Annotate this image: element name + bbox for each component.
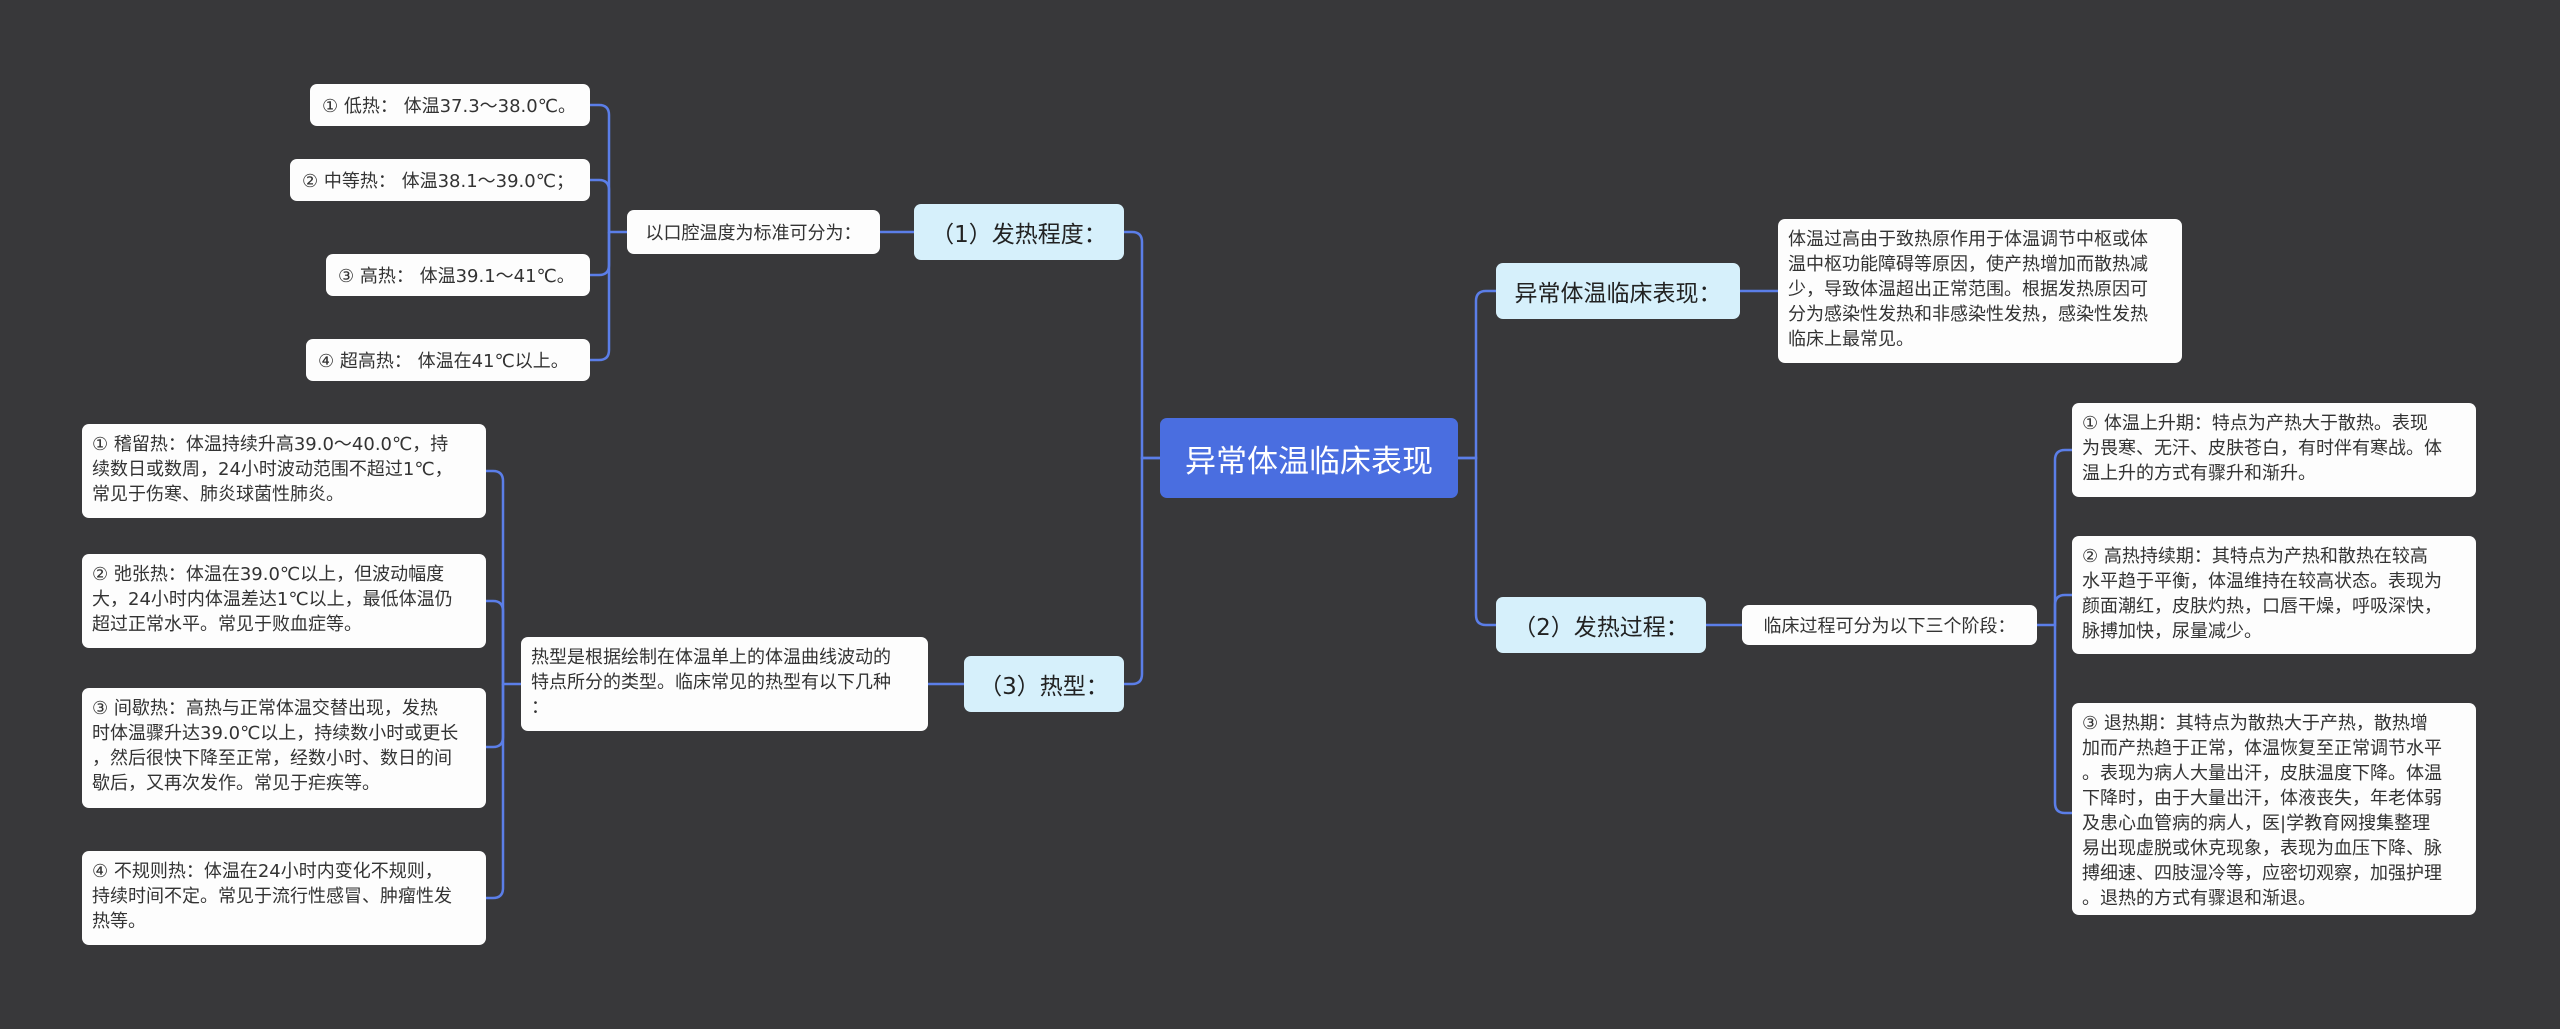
leaf-high-fever[interactable]: ③ 高热： 体温39.1～41℃。 xyxy=(326,254,590,296)
root-topic[interactable]: 异常体温临床表现 xyxy=(1160,418,1458,498)
leaf-moderate-fever[interactable]: ② 中等热： 体温38.1～39.0℃； xyxy=(290,159,590,201)
leaf-defervescence-phase[interactable]: ③ 退热期：其特点为散热大于产热，散热增 加而产热趋于正常，体温恢复至正常调节水… xyxy=(2072,703,2476,915)
leaf-hyperpyrexia[interactable]: ④ 超高热： 体温在41℃以上。 xyxy=(306,339,590,381)
branch-fever-degree[interactable]: （1）发热程度： xyxy=(914,204,1124,260)
branch-fever-process[interactable]: （2）发热过程： xyxy=(1496,597,1706,653)
leaf-continued-fever[interactable]: ① 稽留热：体温持续升高39.0～40.0℃，持 续数日或数周，24小时波动范围… xyxy=(82,424,486,518)
leaf-irregular-fever[interactable]: ④ 不规则热：体温在24小时内变化不规则， 持续时间不定。常见于流行性感冒、肿瘤… xyxy=(82,851,486,945)
topic-clinical-stages[interactable]: 临床过程可分为以下三个阶段： xyxy=(1742,605,2037,645)
leaf-hyperthermia-description[interactable]: 体温过高由于致热原作用于体温调节中枢或体 温中枢功能障碍等原因，使产热增加而散热… xyxy=(1778,219,2182,363)
leaf-intermittent-fever[interactable]: ③ 间歇热：高热与正常体温交替出现，发热 时体温骤升达39.0℃以上，持续数小时… xyxy=(82,688,486,808)
leaf-persistent-phase[interactable]: ② 高热持续期：其特点为产热和散热在较高 水平趋于平衡，体温维持在较高状态。表现… xyxy=(2072,536,2476,654)
leaf-remittent-fever[interactable]: ② 弛张热：体温在39.0℃以上，但波动幅度 大，24小时内体温差达1℃以上，最… xyxy=(82,554,486,648)
topic-fever-type-definition[interactable]: 热型是根据绘制在体温单上的体温曲线波动的 特点所分的类型。临床常见的热型有以下几… xyxy=(521,637,928,731)
leaf-low-fever[interactable]: ① 低热： 体温37.3～38.0℃。 xyxy=(310,84,590,126)
topic-oral-temperature-standard[interactable]: 以口腔温度为标准可分为： xyxy=(627,210,880,254)
branch-abnormal-temperature[interactable]: 异常体温临床表现： xyxy=(1496,263,1740,319)
branch-fever-type[interactable]: （3）热型： xyxy=(964,656,1124,712)
leaf-rising-phase[interactable]: ① 体温上升期：特点为产热大于散热。表现 为畏寒、无汗、皮肤苍白，有时伴有寒战。… xyxy=(2072,403,2476,497)
